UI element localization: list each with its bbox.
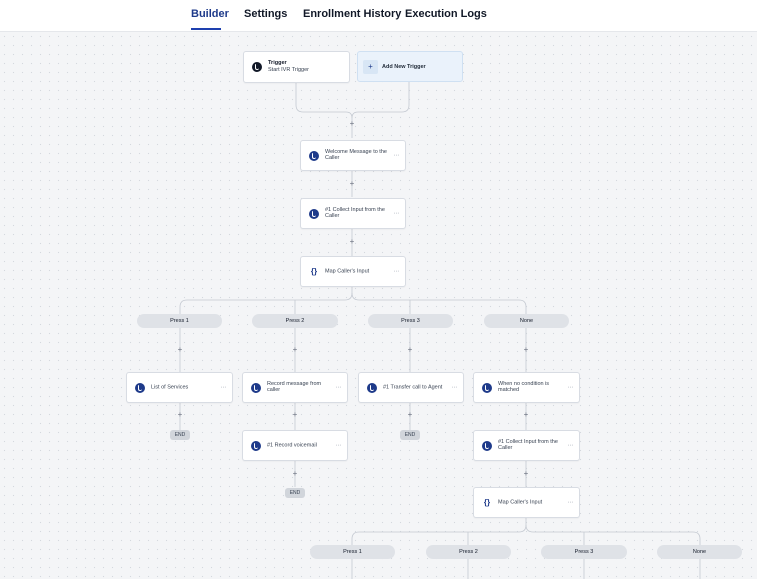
top-navigation: Builder Settings Enrollment History Exec… [0, 0, 757, 32]
phone-icon [251, 382, 261, 393]
code-braces-icon: {} [483, 497, 491, 507]
transfer-call-node[interactable]: #1 Transfer call to Agent ··· [358, 372, 464, 403]
add-new-trigger-button[interactable]: + Add New Trigger [357, 51, 463, 82]
end-badge: END [285, 488, 305, 498]
add-step-icon[interactable]: + [292, 469, 298, 478]
add-step-icon[interactable]: + [292, 345, 298, 354]
phone-icon [367, 382, 377, 393]
node-label: #1 Collect Input from the Caller [325, 206, 385, 220]
phone-icon [482, 382, 492, 393]
map-callers-input-node[interactable]: {} Map Caller's Input ··· [300, 256, 406, 287]
add-step-icon[interactable]: + [349, 119, 355, 128]
workflow-canvas[interactable] [0, 32, 757, 579]
node-label: Welcome Message to the Caller [325, 148, 387, 162]
node-label: List of Services [151, 384, 189, 391]
add-step-icon[interactable]: + [523, 469, 529, 478]
branch-none[interactable]: None [657, 545, 742, 559]
add-step-icon[interactable]: + [523, 345, 529, 354]
tab-builder[interactable]: Builder [191, 8, 229, 20]
no-condition-node[interactable]: When no condition is matched ··· [473, 372, 580, 403]
active-tab-indicator [191, 28, 221, 30]
add-step-icon[interactable]: + [177, 410, 183, 419]
phone-icon [309, 150, 319, 161]
more-options-icon[interactable]: ··· [567, 383, 574, 391]
branch-press-3[interactable]: Press 3 [368, 314, 453, 328]
tab-enrollment-history[interactable]: Enrollment History [303, 8, 402, 20]
node-label: Map Caller's Input [498, 499, 543, 506]
phone-icon [251, 440, 261, 451]
branch-press-1[interactable]: Press 1 [310, 545, 395, 559]
tab-execution-logs[interactable]: Execution Logs [405, 8, 487, 20]
tab-settings[interactable]: Settings [244, 8, 288, 20]
map-callers-input-node-2[interactable]: {} Map Caller's Input ··· [473, 487, 580, 518]
code-braces-icon: {} [310, 266, 318, 276]
phone-icon [309, 208, 319, 219]
add-step-icon[interactable]: + [407, 345, 413, 354]
plus-icon: + [363, 60, 378, 74]
add-step-icon[interactable]: + [349, 179, 355, 188]
phone-icon [482, 440, 492, 451]
node-label: When no condition is matched [498, 380, 550, 394]
more-options-icon[interactable]: ··· [567, 498, 574, 506]
list-of-services-node[interactable]: List of Services ··· [126, 372, 233, 403]
more-options-icon[interactable]: ··· [393, 267, 400, 275]
node-label: #1 Record voicemail [267, 442, 317, 449]
phone-icon [135, 382, 145, 393]
branch-press-1[interactable]: Press 1 [137, 314, 222, 328]
add-step-icon[interactable]: + [292, 410, 298, 419]
branch-none[interactable]: None [484, 314, 569, 328]
branch-press-2[interactable]: Press 2 [252, 314, 338, 328]
more-options-icon[interactable]: ··· [220, 383, 227, 391]
add-step-icon[interactable]: + [407, 410, 413, 419]
add-step-icon[interactable]: + [523, 410, 529, 419]
record-voicemail-node[interactable]: #1 Record voicemail ··· [242, 430, 348, 461]
branch-press-2[interactable]: Press 2 [426, 545, 511, 559]
add-step-icon[interactable]: + [177, 345, 183, 354]
branch-press-3[interactable]: Press 3 [541, 545, 627, 559]
add-new-trigger-label: Add New Trigger [382, 64, 426, 70]
trigger-card[interactable]: Trigger Start IVR Trigger [243, 51, 350, 83]
add-step-icon[interactable]: + [349, 237, 355, 246]
collect-input-node[interactable]: #1 Collect Input from the Caller ··· [300, 198, 406, 229]
trigger-label: Trigger Start IVR Trigger [268, 60, 336, 74]
trigger-title: Trigger [268, 60, 287, 67]
more-options-icon[interactable]: ··· [393, 209, 400, 217]
end-badge: END [170, 430, 190, 440]
end-badge: END [400, 430, 420, 440]
more-options-icon[interactable]: ··· [451, 383, 458, 391]
welcome-message-node[interactable]: Welcome Message to the Caller ··· [300, 140, 406, 171]
more-options-icon[interactable]: ··· [335, 441, 342, 449]
record-message-node[interactable]: Record message from caller ··· [242, 372, 348, 403]
more-options-icon[interactable]: ··· [567, 441, 574, 449]
more-options-icon[interactable]: ··· [335, 383, 342, 391]
node-label: #1 Transfer call to Agent [383, 384, 443, 391]
more-options-icon[interactable]: ··· [393, 151, 400, 159]
collect-input-node-2[interactable]: #1 Collect Input from the Caller ··· [473, 430, 580, 461]
node-label: Record message from caller [267, 380, 322, 394]
phone-icon [252, 62, 262, 72]
node-label: #1 Collect Input from the Caller [498, 438, 558, 452]
trigger-subtitle: Start IVR Trigger [268, 67, 309, 73]
node-label: Map Caller's Input [325, 268, 370, 275]
